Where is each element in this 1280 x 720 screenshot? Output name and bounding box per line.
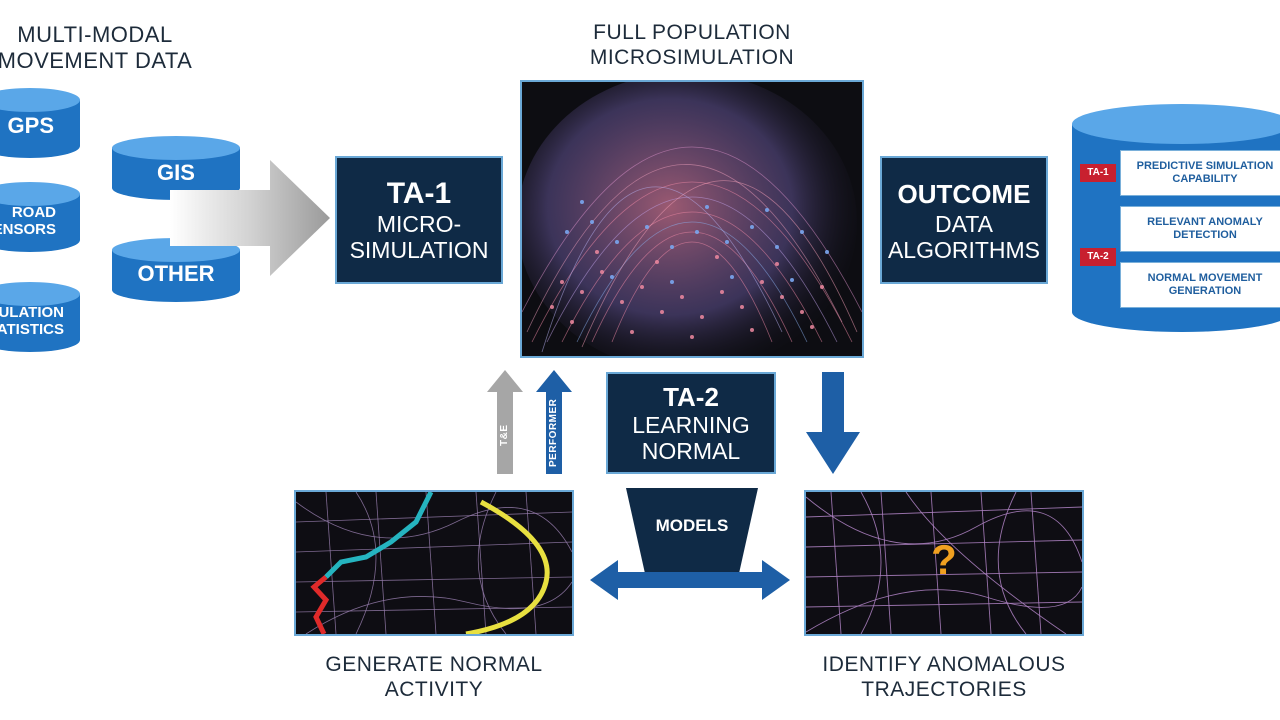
ta1-tag: TA-1 [1080,164,1116,182]
gps-label: GPS [7,113,54,138]
population-statistics-database-icon [0,282,80,352]
population-statistics-label: POPULATION STATISTICS [0,304,64,338]
ta1-line2: SIMULATION [349,237,489,263]
anomalous-trajectories-map [804,490,1084,636]
trajectory-cloud-image [522,82,862,356]
outcome-line1: DATA [935,211,993,237]
movement-data-heading: MULTI-MODAL MOVEMENT DATA [0,22,193,73]
ta1-microsimulation-box: TA-1 MICRO- SIMULATION [335,156,503,284]
ta2-title: TA-2 [663,382,719,412]
microsimulation-heading: FULL POPULATION MICROSIMULATION [589,21,795,69]
gis-database-icon [112,136,240,200]
relevant-anomaly-item: RELEVANT ANOMALY DETECTION [1120,206,1280,252]
microsimulation-visualization [520,80,864,358]
gis-label: GIS [157,160,195,185]
data-input-arrow-icon [170,160,330,276]
ta2-learning-normal-box: TA-2 LEARNING NORMAL [606,372,776,474]
ta2-tag: TA-2 [1080,248,1116,266]
down-arrow-icon [806,372,860,474]
road-sensors-database-icon [0,182,80,252]
normal-activity-map-image [296,492,572,634]
models-label: MODELS [655,516,729,535]
outcome-line2: ALGORITHMS [887,237,1041,263]
normal-activity-map [294,490,574,636]
identify-anomalous-caption: IDENTIFY ANOMALOUS TRAJECTORIES [822,653,1066,701]
other-label: OTHER [137,261,215,286]
ta1-line1: MICRO- [376,211,462,237]
normal-movement-item: NORMAL MOVEMENT GENERATION [1120,262,1280,308]
anomalous-trajectories-map-image [806,492,1082,634]
gps-database-icon [0,88,80,158]
road-sensors-label: ROAD SENSORS [0,204,56,238]
anomaly-question-mark: ? [931,536,957,583]
predictive-simulation-item: PREDICTIVE SIMULATION CAPABILITY [1120,150,1280,196]
models-funnel-icon [626,488,758,578]
ta2-line2: NORMAL [641,438,741,464]
te-up-arrow-icon [487,370,523,474]
outcome-title: OUTCOME [897,179,1031,209]
bidirectional-arrow-icon [590,560,790,600]
generate-normal-caption: GENERATE NORMAL ACTIVITY [325,653,543,701]
te-arrow-label: T&E [499,424,510,446]
performer-arrow-label: PERFORMER [548,398,559,468]
ta2-line1: LEARNING [632,412,750,438]
outcome-box: OUTCOME DATA ALGORITHMS [880,156,1048,284]
performer-up-arrow-icon [536,370,572,474]
ta1-title: TA-1 [386,177,452,210]
